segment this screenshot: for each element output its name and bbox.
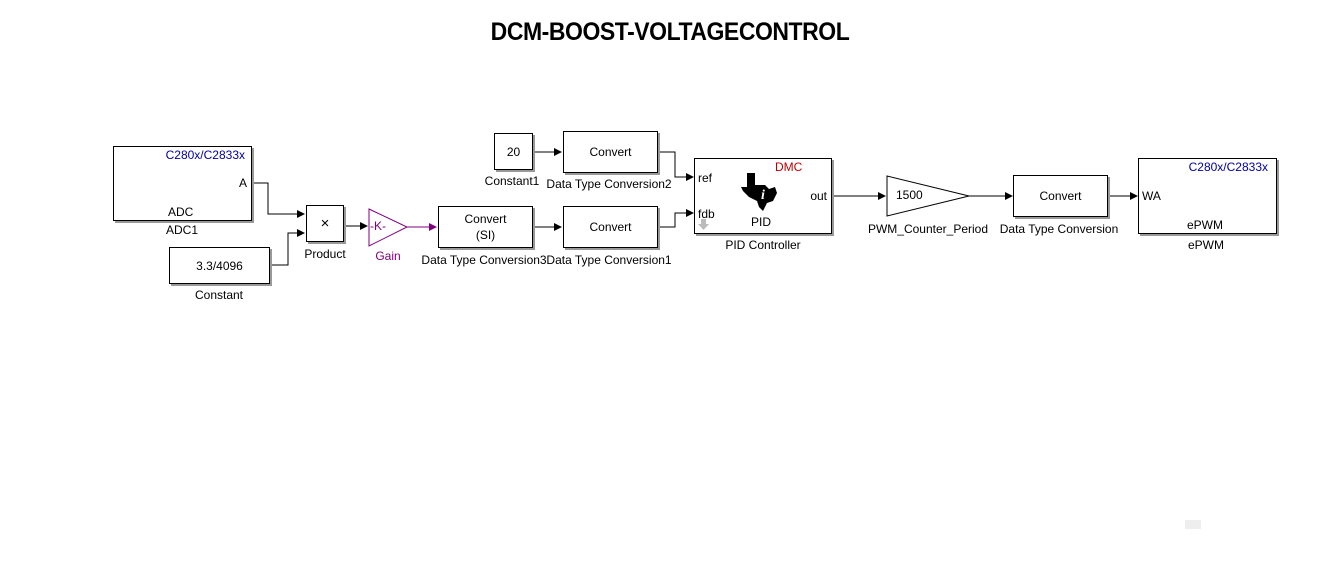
epwm-block-name: ePWM [1188,238,1224,252]
pid-port-out: out [810,189,827,203]
dtc3-block[interactable]: Convert (SI) [438,206,533,248]
dtc2-block[interactable]: Convert [563,131,658,173]
pwm-gain-block-name: PWM_Counter_Period [867,222,989,236]
pid-inner-label: PID [751,215,772,229]
product-block[interactable]: × [306,205,344,242]
pid-controller-block[interactable]: DMC ref fdb out PID i [694,158,832,234]
multiply-icon: × [320,214,330,232]
gain-block-name: Gain [375,249,401,263]
dtc3-block-name: Data Type Conversion3 [421,253,547,267]
dtc3-line2: (SI) [475,228,496,242]
dtc-block-name: Data Type Conversion [999,222,1119,236]
adc-target-label: C280x/C2833x [165,148,245,162]
canvas-scroll-indicator [1185,520,1201,529]
down-arrow-icon [698,219,709,230]
wire-adc-product [251,182,305,218]
constant1-block[interactable]: 20 [494,133,533,170]
epwm-port-wa: WA [1142,189,1161,203]
epwm-block[interactable]: C280x/C2833x WA ePWM [1138,158,1277,234]
pid-block-name: PID Controller [725,238,801,252]
adc-block[interactable]: C280x/C2833x A ADC [113,146,252,221]
wire-dtc1-pid [657,209,694,228]
product-block-name: Product [304,247,346,261]
adc-block-name: ADC1 [165,223,199,237]
pid-port-fdb: fdb [698,207,715,221]
dtc-block[interactable]: Convert [1013,175,1108,217]
ti-logo-icon: i [741,173,777,211]
gain-block[interactable] [368,208,410,248]
dtc3-line1: Convert [464,212,507,226]
gain-value: -K- [370,219,386,233]
constant1-value: 20 [506,144,521,159]
pid-dmc-tag: DMC [775,160,803,174]
wire-dtc2-pid [657,151,694,181]
constant-block-name: Constant [194,288,244,302]
constant1-block-name: Constant1 [484,174,540,188]
dtc-text: Convert [1039,189,1082,203]
constant-block[interactable]: 3.3/4096 [169,247,270,284]
dtc2-text: Convert [589,145,632,159]
svg-text:i: i [761,188,765,203]
dtc1-text: Convert [589,220,632,234]
pwm-gain-value: 1500 [896,188,923,202]
dtc1-block[interactable]: Convert [563,206,658,248]
adc-port-a: A [238,176,247,190]
pid-port-ref: ref [698,171,713,185]
wire-constant-product [270,229,305,266]
constant-value: 3.3/4096 [196,258,243,273]
model-title: DCM-BOOST-VOLTAGECONTROL [490,18,850,46]
adc-inner-label: ADC [168,205,194,219]
epwm-inner-label: ePWM [1187,218,1223,232]
dtc2-block-name: Data Type Conversion2 [546,177,672,191]
dtc1-block-name: Data Type Conversion1 [546,253,672,267]
epwm-target-label: C280x/C2833x [1188,160,1268,174]
pwm-counter-period-block[interactable] [886,175,972,219]
